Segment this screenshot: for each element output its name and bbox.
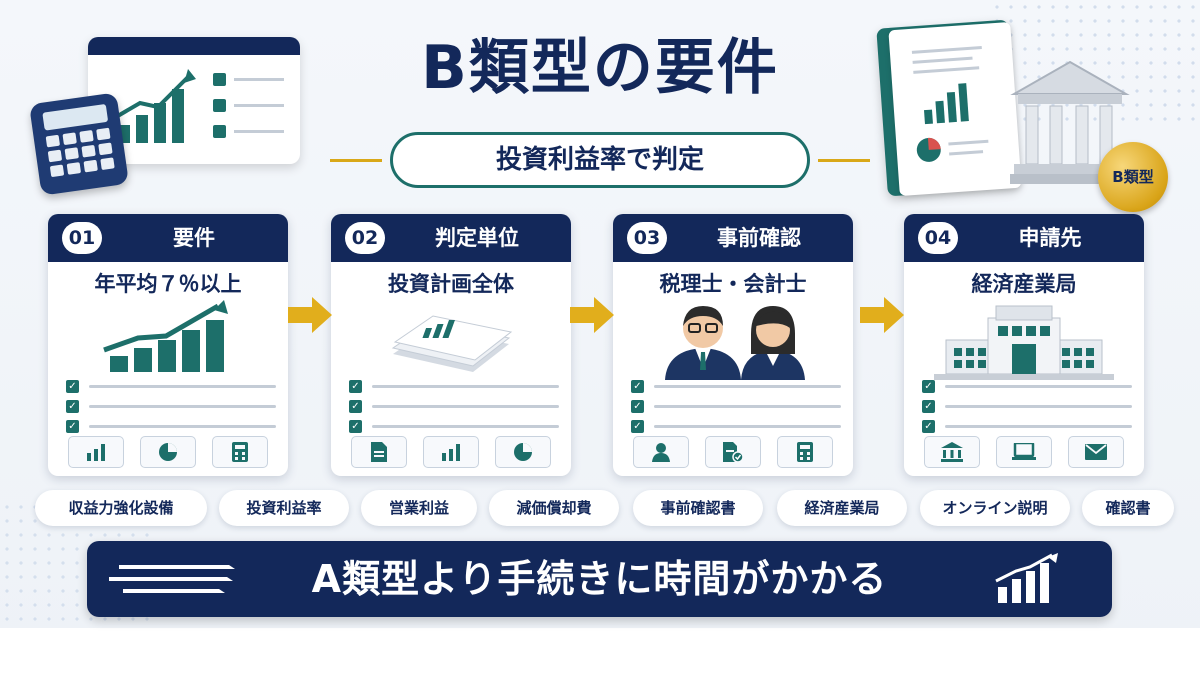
step-card-03: 03 事前確認 税理士・会計士 ✓ ✓ ✓	[613, 214, 853, 476]
step-number: 01	[62, 222, 102, 254]
chart-board-illustration	[88, 37, 300, 164]
document-stack-icon	[391, 315, 513, 372]
step-number: 03	[627, 222, 667, 254]
rising-bar-chart-icon	[103, 300, 228, 372]
keyword-tag: オンライン説明	[920, 490, 1070, 526]
banner-text: A類型より手続きに時間がかかる	[311, 557, 888, 601]
rising-bars-icon	[995, 553, 1058, 603]
report-document-illustration	[888, 21, 1022, 197]
bar-chart-icon	[68, 436, 124, 468]
document-check-icon	[705, 436, 761, 468]
step-number: 04	[918, 222, 958, 254]
keyword-tag: 経済産業局	[777, 490, 907, 526]
keyword-tag: 減価償却費	[489, 490, 619, 526]
keyword-tag: 事前確認書	[633, 490, 763, 526]
bank-building-icon	[1010, 60, 1130, 184]
person-icon	[633, 436, 689, 468]
pie-chart-icon	[495, 436, 551, 468]
arrow-right-icon	[570, 297, 614, 333]
step-title: 申請先	[1018, 226, 1082, 250]
keyword-tag: 確認書	[1082, 490, 1174, 526]
keyword-tag: 収益力強化設備	[35, 490, 207, 526]
keyword-tag: 投資利益率	[219, 490, 349, 526]
bottom-strip	[0, 628, 1200, 675]
calculator-icon	[212, 436, 268, 468]
step-card-02: 02 判定単位 投資計画全体 ✓ ✓ ✓	[331, 214, 571, 476]
speed-lines-icon	[109, 565, 235, 593]
bottom-banner: A類型より手続きに時間がかかる	[87, 541, 1112, 617]
bank-icon	[924, 436, 980, 468]
subtitle-group: 投資利益率で判定	[330, 132, 870, 188]
step-main-text: 年平均７％以上	[94, 272, 242, 296]
calculator-icon	[777, 436, 833, 468]
checklist: ✓ ✓ ✓	[631, 376, 841, 436]
subtitle: 投資利益率で判定	[390, 132, 810, 188]
document-icon	[351, 436, 407, 468]
government-building-icon	[934, 305, 1114, 380]
mail-icon	[1068, 436, 1124, 468]
bar-chart-icon	[423, 436, 479, 468]
decorative-dots	[990, 0, 1200, 130]
step-main-text: 税理士・会計士	[659, 272, 807, 296]
checklist: ✓ ✓ ✓	[922, 376, 1132, 436]
keyword-tag: 営業利益	[361, 490, 477, 526]
arrow-right-icon	[288, 297, 332, 333]
step-main-text: 経済産業局	[971, 272, 1077, 296]
step-card-01: 01 要件 年平均７％以上 ✓ ✓ ✓	[48, 214, 288, 476]
b-type-coin-badge: B類型	[1098, 142, 1168, 212]
pie-chart-icon	[140, 436, 196, 468]
checklist: ✓ ✓ ✓	[349, 376, 559, 436]
calculator-illustration	[29, 92, 129, 196]
page-title: B類型の要件	[421, 33, 779, 103]
step-title: 事前確認	[717, 226, 801, 250]
step-number: 02	[345, 222, 385, 254]
laptop-icon	[996, 436, 1052, 468]
arrow-right-icon	[860, 297, 904, 333]
checklist: ✓ ✓ ✓	[66, 376, 276, 436]
step-title: 判定単位	[435, 226, 519, 250]
two-professionals-icon	[665, 306, 805, 380]
step-card-04: 04 申請先 経済産業局 ✓ ✓ ✓	[904, 214, 1144, 476]
step-main-text: 投資計画全体	[388, 272, 514, 296]
step-title: 要件	[173, 226, 215, 250]
